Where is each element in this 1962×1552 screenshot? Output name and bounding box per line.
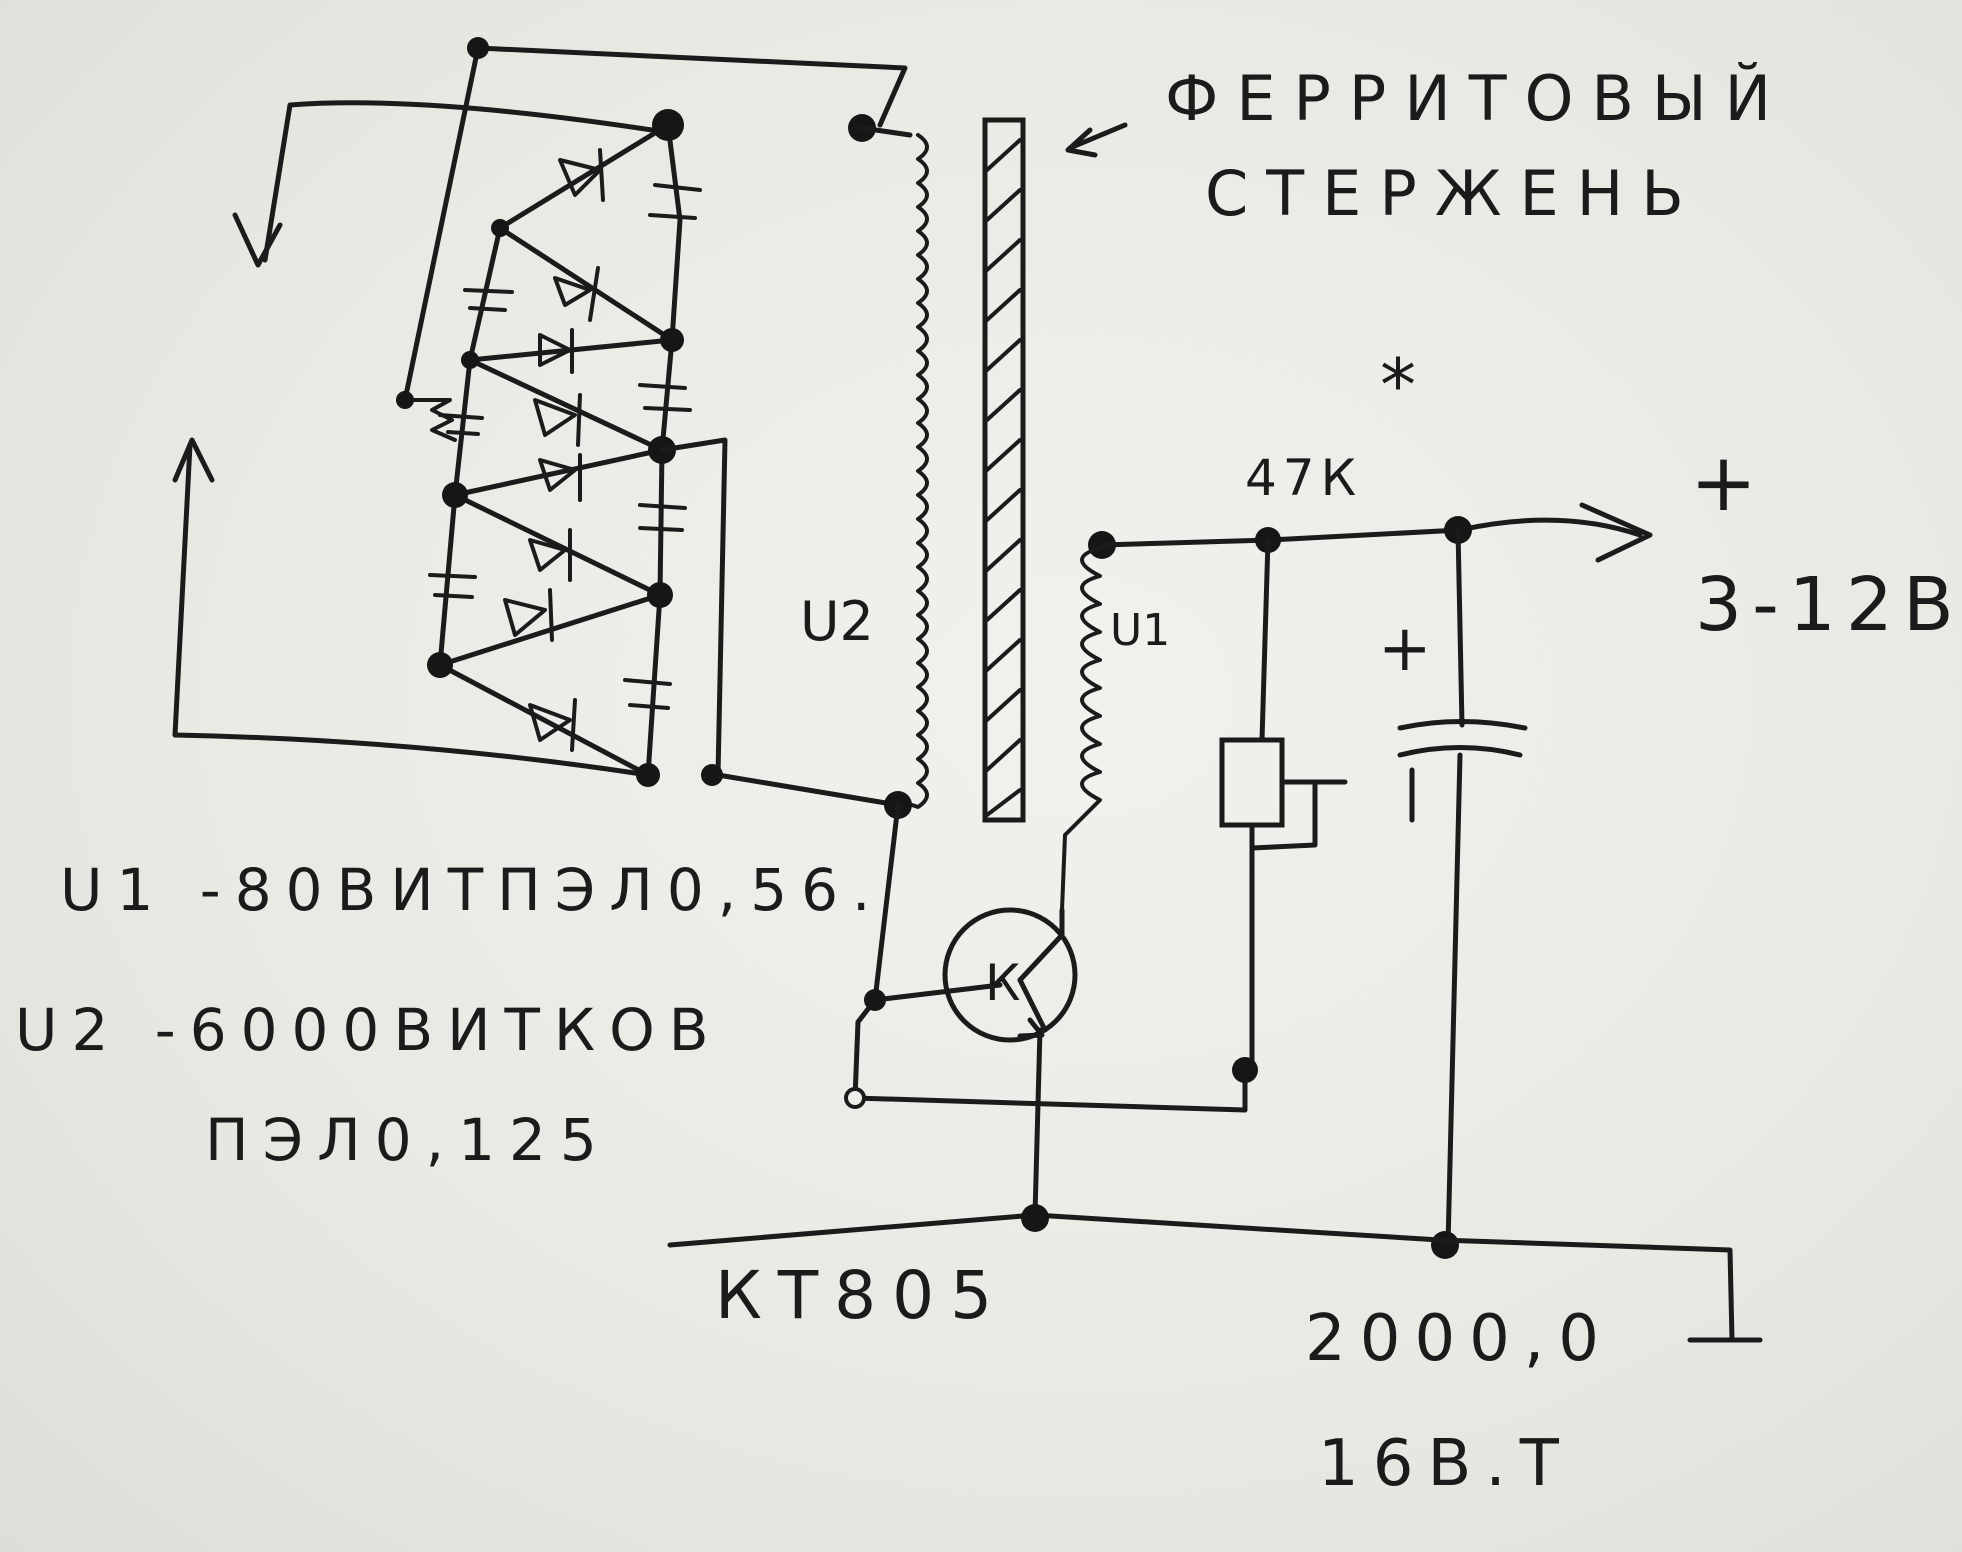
resistor-47k	[1219, 737, 1285, 828]
output-arrow-left	[172, 437, 215, 483]
winding-u1-label: U1	[1110, 605, 1170, 656]
transformer	[848, 114, 1128, 912]
spec-u2-line2: ПЭЛ0,125	[205, 1106, 611, 1174]
core-label-line1: ФЕРРИТОВЫЙ	[1165, 62, 1789, 135]
ferrite-rod	[982, 117, 1026, 823]
output-arrow-top	[232, 212, 283, 268]
output-plus-label: +	[1690, 436, 1757, 529]
secondary-coil	[910, 133, 929, 809]
core-label-line2: СТЕРЖЕНЬ	[1205, 157, 1702, 230]
primary-coil	[1060, 546, 1102, 912]
capacitor-plus-label: +	[1378, 612, 1432, 686]
spec-u2-line1: U2 -6000ВИТКОВ	[15, 996, 723, 1064]
output-arrow-right	[1579, 502, 1653, 563]
transistor-kt805	[844, 802, 1248, 1218]
resistor-label: 47К	[1245, 449, 1362, 507]
transistor-letter: К	[985, 954, 1021, 1012]
transistor-type-label: КТ805	[715, 1257, 1008, 1334]
core-pointer-arrow	[1067, 122, 1128, 151]
asterisk-label: *	[1380, 343, 1416, 427]
capacitor-plate-top	[1397, 719, 1528, 731]
feed-wire	[659, 437, 901, 808]
capacitor-plate-bottom	[1397, 745, 1523, 758]
capacitor-value-label: 2000,0	[1305, 1302, 1613, 1376]
output-section	[667, 502, 1763, 1343]
winding-u2-label: U2	[800, 590, 874, 653]
voltage-multiplier	[172, 37, 908, 787]
output-voltage-label: 3-12В	[1695, 562, 1962, 648]
spec-u1-label: U1 -80ВИТПЭЛ0,56.	[60, 856, 884, 924]
capacitor-voltage-label: 16В.Т	[1318, 1427, 1573, 1501]
